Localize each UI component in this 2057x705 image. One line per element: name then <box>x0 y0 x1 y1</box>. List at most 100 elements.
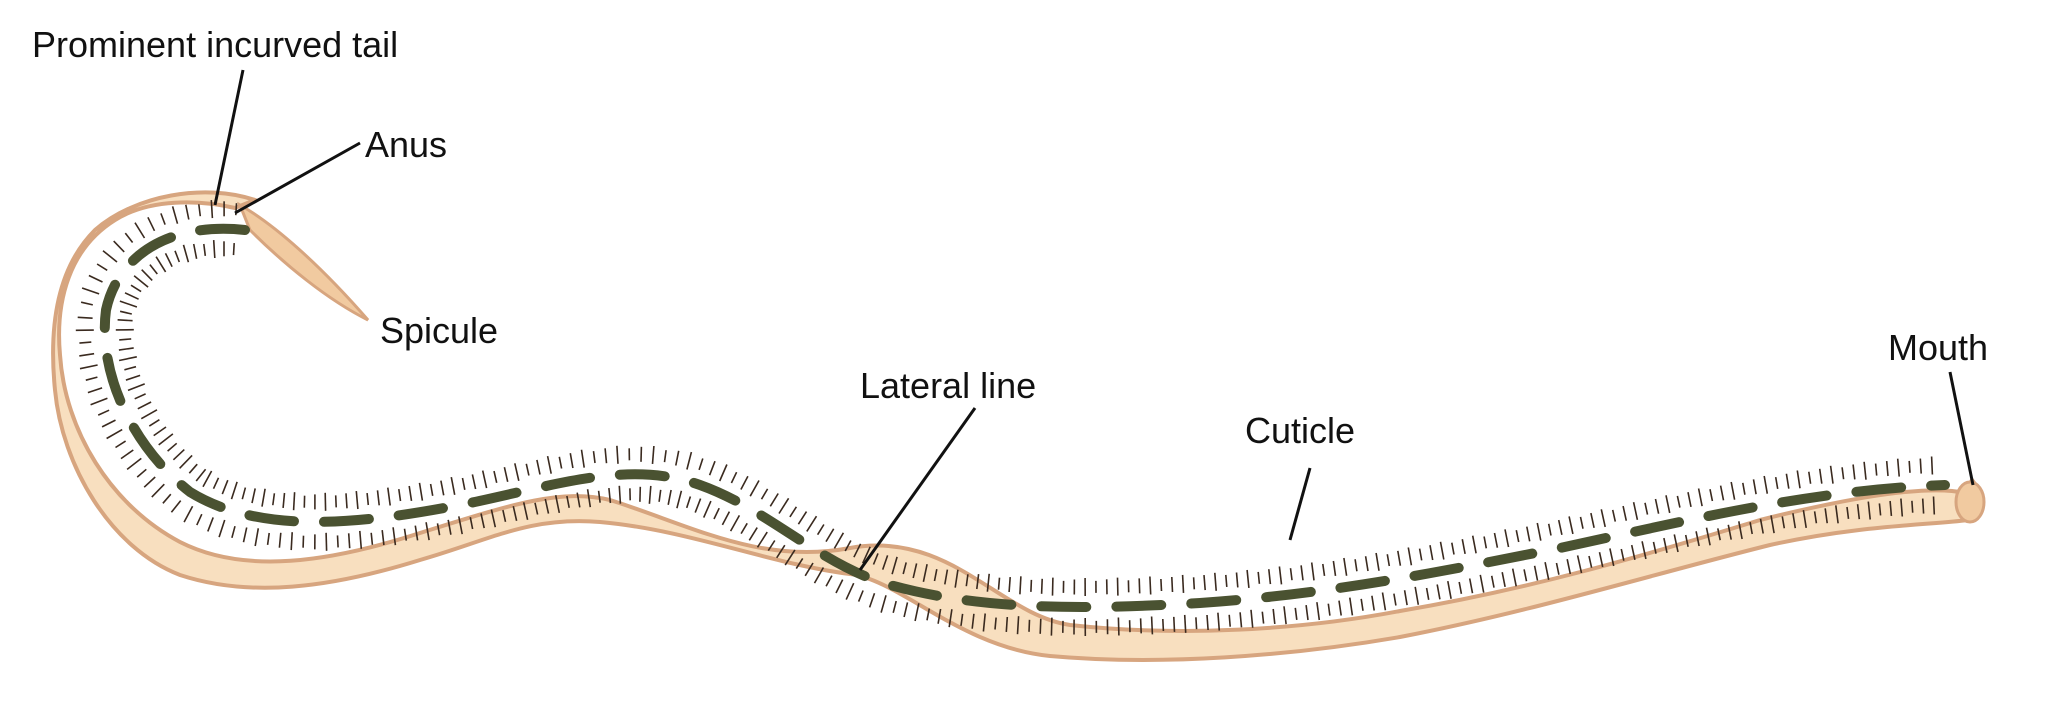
striation-mark <box>1173 616 1176 632</box>
striation-mark <box>853 543 862 558</box>
striation-mark <box>436 523 441 536</box>
striation-mark <box>1250 609 1254 628</box>
striation-mark <box>398 488 402 502</box>
striation-mark <box>117 319 133 322</box>
striation-mark <box>933 569 938 582</box>
striation-mark <box>1040 578 1043 594</box>
striation-mark <box>1162 618 1165 632</box>
striation-mark <box>134 393 146 400</box>
striation-mark <box>1719 485 1725 501</box>
striation-mark <box>170 500 182 513</box>
striation-mark <box>1536 522 1542 541</box>
striation-mark <box>749 480 760 497</box>
striation-mark <box>1436 584 1441 600</box>
striation-mark <box>1526 526 1531 542</box>
striation-mark <box>806 515 818 532</box>
striation-mark <box>1590 512 1595 528</box>
striation-mark <box>1547 523 1552 536</box>
striation-mark <box>1600 509 1606 528</box>
striation-mark <box>1738 521 1743 540</box>
striation-mark <box>1705 527 1711 546</box>
striation-mark <box>686 451 693 470</box>
striation-mark <box>1278 566 1283 585</box>
striation-mark <box>1375 552 1380 571</box>
striation-mark <box>1305 604 1309 621</box>
striation-mark <box>708 460 716 476</box>
striation-mark <box>1414 586 1420 605</box>
striation-mark <box>1349 597 1354 616</box>
striation-mark <box>825 528 835 543</box>
striation-mark <box>242 527 248 543</box>
striation-mark <box>651 445 655 464</box>
striation-mark <box>254 528 260 547</box>
striation-mark <box>1181 574 1185 593</box>
striation-mark <box>1511 568 1517 587</box>
striation-mark <box>546 455 552 474</box>
striation-mark <box>881 555 889 570</box>
striation-mark <box>1019 576 1022 595</box>
striation-mark <box>1239 612 1243 628</box>
striation-mark <box>1257 571 1261 584</box>
striation-mark <box>554 495 561 514</box>
striation-mark <box>534 502 539 515</box>
striation-mark <box>502 509 507 522</box>
striation-mark <box>1225 574 1228 587</box>
striation-mark <box>1770 515 1775 534</box>
striation-mark <box>648 485 652 504</box>
striation-mark <box>97 409 110 416</box>
striation-mark <box>1228 614 1231 627</box>
striation-mark <box>1930 456 1934 475</box>
striation-mark <box>1620 548 1625 561</box>
striation-mark <box>469 517 474 530</box>
striation-mark <box>845 582 855 600</box>
striation-mark <box>160 213 166 225</box>
striation-mark <box>914 603 920 622</box>
striation-mark <box>85 376 98 381</box>
mouth-end <box>1954 480 1986 524</box>
striation-mark <box>1921 498 1925 514</box>
striation-mark <box>381 530 385 546</box>
striation-mark <box>167 442 178 452</box>
striation-mark <box>1479 574 1485 593</box>
striation-mark <box>1555 562 1560 575</box>
striation-mark <box>418 482 424 501</box>
striation-mark <box>1381 592 1387 611</box>
striation-mark <box>1217 612 1221 631</box>
striation-mark <box>804 562 814 577</box>
striation-mark <box>1684 534 1689 547</box>
striation-mark <box>694 498 702 513</box>
striation-mark <box>355 491 359 510</box>
striation-mark <box>118 347 134 351</box>
striation-mark <box>1332 560 1337 577</box>
striation-mark <box>101 419 116 428</box>
striation-mark <box>1566 559 1572 575</box>
striation-mark <box>1515 530 1520 543</box>
striation-mark <box>944 569 949 585</box>
striation-mark <box>1665 495 1671 514</box>
striation-mark <box>1533 565 1539 581</box>
striation-mark <box>334 495 337 508</box>
striation-mark <box>106 428 123 440</box>
striation-mark <box>608 488 612 504</box>
striation-mark <box>912 563 918 579</box>
spicule-shape <box>237 201 370 322</box>
striation-mark <box>1676 495 1681 508</box>
striation-mark <box>79 352 95 357</box>
striation-mark <box>675 450 680 466</box>
striation-mark <box>1289 568 1293 581</box>
striation-mark <box>1568 516 1574 535</box>
striation-mark <box>1802 509 1807 529</box>
striation-mark <box>536 459 541 475</box>
striation-mark <box>232 243 235 256</box>
striation-mark <box>558 456 563 469</box>
striation-mark <box>127 383 145 392</box>
striation-mark <box>1005 616 1009 632</box>
striation-mark <box>1523 569 1528 582</box>
striation-mark <box>120 449 134 460</box>
striation-mark <box>1030 579 1033 592</box>
striation-mark <box>1781 516 1786 529</box>
striation-mark <box>1856 504 1861 520</box>
striation-mark <box>1727 524 1732 540</box>
striation-mark <box>1316 602 1321 621</box>
striation-mark <box>658 489 662 502</box>
